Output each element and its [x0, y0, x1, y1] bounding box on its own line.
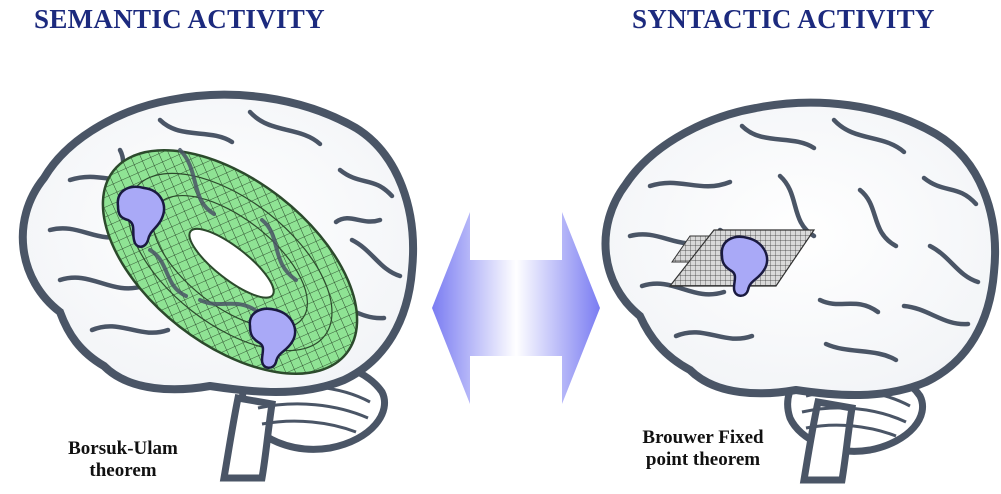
borsuk-ulam-caption-line2: theorem [36, 460, 210, 482]
semantic-activity-title: SEMANTIC ACTIVITY [34, 4, 325, 35]
borsuk-ulam-caption-line1: Borsuk-Ulam [36, 438, 210, 460]
left-brain [23, 95, 413, 478]
brouwer-caption: Brouwer Fixed point theorem [608, 427, 798, 471]
brouwer-caption-line1: Brouwer Fixed [608, 427, 798, 449]
borsuk-ulam-caption: Borsuk-Ulam theorem [36, 438, 210, 482]
right-brain [605, 103, 995, 480]
left-brainstem [224, 398, 272, 478]
brouwer-caption-line2: point theorem [608, 449, 798, 471]
syntactic-activity-title: SYNTACTIC ACTIVITY [632, 4, 935, 35]
double-arrow-icon [432, 212, 600, 404]
